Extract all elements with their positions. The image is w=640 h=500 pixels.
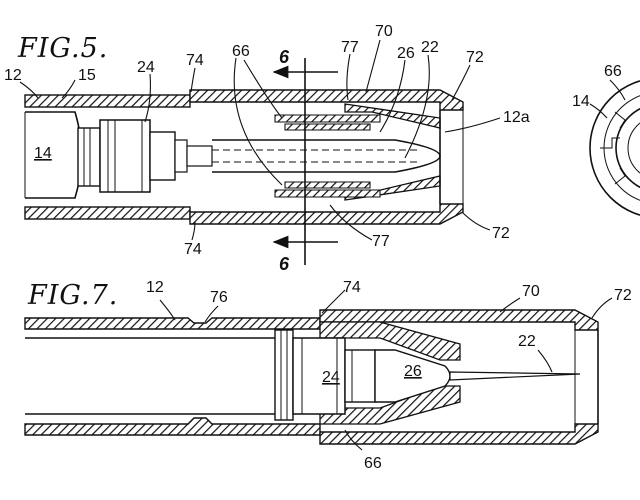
fig7-ref-26: 26 bbox=[404, 363, 422, 380]
fig7-ref-74: 74 bbox=[343, 279, 361, 296]
fig5-sheath-wall-top bbox=[189, 89, 464, 111]
fig7-ref-24: 24 bbox=[322, 369, 340, 386]
fig5-ref-22: 22 bbox=[421, 39, 439, 56]
fig7-title: FIG.7. bbox=[27, 280, 118, 311]
fig5-ref-74-bottom: 74 bbox=[184, 241, 202, 258]
figure-6-partial: 66 14 bbox=[572, 63, 640, 216]
fig5-ref-66: 66 bbox=[232, 43, 250, 60]
fig5-ref-77-top: 77 bbox=[341, 39, 359, 56]
fig5-title: FIG.5. bbox=[17, 33, 108, 64]
fig7-barrel-wall-top bbox=[24, 317, 321, 330]
fig5-ref-6-top: 6 bbox=[279, 47, 290, 67]
fig5-ref-24: 24 bbox=[137, 59, 155, 76]
fig7-barrel-wall-bottom bbox=[24, 417, 321, 436]
fig7-needle bbox=[449, 371, 581, 381]
fig5-ref-72-top: 72 bbox=[466, 49, 484, 66]
fig5-barrel-wall-top bbox=[24, 94, 191, 108]
fig6-ref-66: 66 bbox=[604, 63, 622, 80]
fig5-sheath-wall-bottom bbox=[189, 203, 464, 225]
fig5-ref-70: 70 bbox=[375, 23, 393, 40]
fig5-ref-6-bottom: 6 bbox=[279, 254, 290, 274]
fig5-nose-cone-top bbox=[344, 103, 441, 129]
fig7-ref-66: 66 bbox=[364, 455, 382, 472]
fig6-ref-14: 14 bbox=[572, 93, 590, 110]
fig5-locking-finger-bottom bbox=[274, 189, 381, 198]
fig6-outer-ring bbox=[589, 80, 640, 216]
fig7-plunger-flange bbox=[274, 329, 294, 421]
fig7-ref-72: 72 bbox=[614, 287, 632, 304]
figure-5: FIG.5. bbox=[4, 23, 530, 274]
fig7-ref-70: 70 bbox=[522, 283, 540, 300]
fig7-sheath-wall-bottom bbox=[319, 423, 599, 445]
fig5-ref-12a: 12a bbox=[503, 109, 530, 126]
fig5-ref-77-bottom: 77 bbox=[372, 233, 390, 250]
fig5-hub-tip bbox=[186, 145, 213, 167]
fig5-ref-74-top: 74 bbox=[186, 52, 204, 69]
fig5-ref-15: 15 bbox=[78, 67, 96, 84]
fig5-plunger-flange bbox=[77, 127, 101, 187]
fig5-barrel-wall-bottom bbox=[24, 206, 191, 220]
fig7-ref-76: 76 bbox=[210, 289, 228, 306]
fig7-ref-12: 12 bbox=[146, 279, 164, 296]
fig5-locking-finger-top bbox=[274, 114, 381, 123]
figure-7: FIG.7. bbox=[24, 279, 632, 472]
fig7-ref-22: 22 bbox=[518, 333, 536, 350]
fig5-ref-14: 14 bbox=[34, 145, 52, 162]
fig5-ref-26: 26 bbox=[397, 45, 415, 62]
fig5-ref-72-bottom: 72 bbox=[492, 225, 510, 242]
fig5-ref-12: 12 bbox=[4, 67, 22, 84]
